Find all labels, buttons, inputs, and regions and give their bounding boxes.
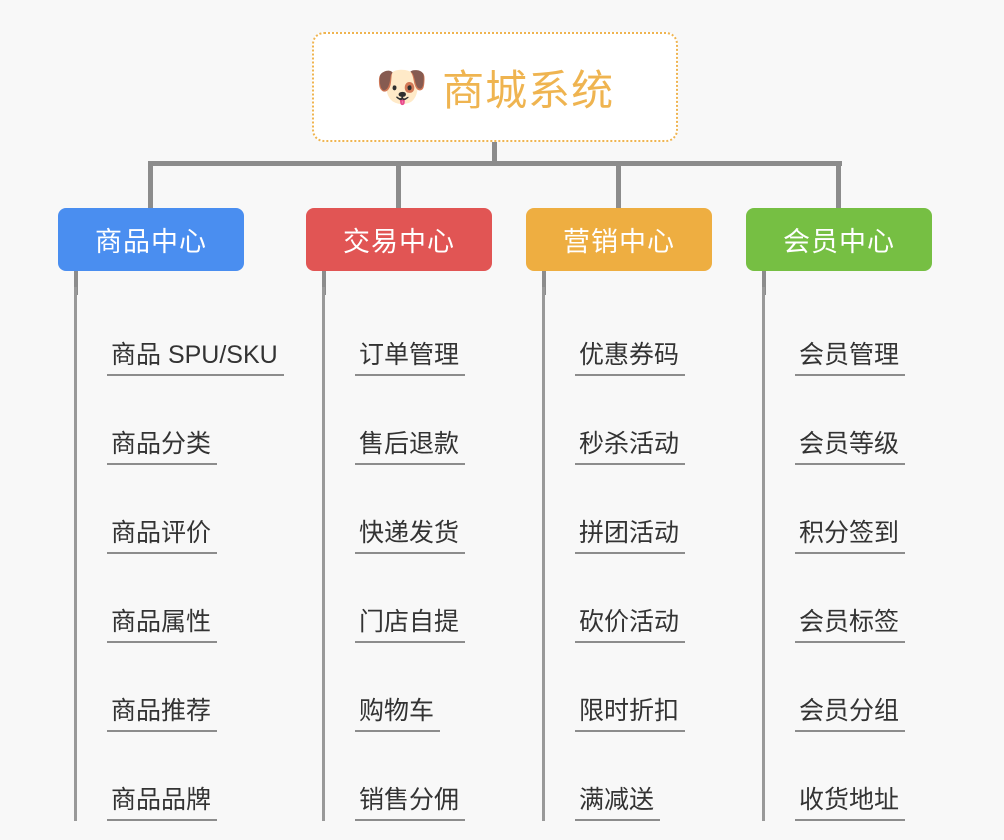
column-3: 营销中心优惠券码秒杀活动拼团活动砍价活动限时折扣满减送 <box>526 208 712 821</box>
connector-root-stem <box>492 142 497 166</box>
list-item[interactable]: 售后退款 <box>325 376 492 465</box>
list-item-label: 会员分组 <box>795 697 906 732</box>
column-list-4: 会员管理会员等级积分签到会员标签会员分组收货地址 <box>762 287 932 821</box>
list-item[interactable]: 限时折扣 <box>545 643 712 732</box>
connector-column-stem-1 <box>74 271 78 295</box>
list-item[interactable]: 商品推荐 <box>77 643 244 732</box>
list-item-label: 会员等级 <box>795 430 906 465</box>
list-item[interactable]: 拼团活动 <box>545 465 712 554</box>
list-item[interactable]: 会员标签 <box>765 554 932 643</box>
list-item-label: 订单管理 <box>355 341 466 376</box>
column-2: 交易中心订单管理售后退款快递发货门店自提购物车销售分佣 <box>306 208 492 821</box>
connector-column-stem-3 <box>542 271 546 295</box>
list-item[interactable]: 满减送 <box>545 732 712 821</box>
list-item-label: 购物车 <box>355 697 441 732</box>
list-item[interactable]: 会员等级 <box>765 376 932 465</box>
column-4: 会员中心会员管理会员等级积分签到会员标签会员分组收货地址 <box>746 208 932 821</box>
list-item-label: 积分签到 <box>795 519 906 554</box>
list-item-label: 会员标签 <box>795 608 906 643</box>
root-node[interactable]: 🐶 商城系统 <box>312 32 678 142</box>
list-item[interactable]: 购物车 <box>325 643 492 732</box>
list-item[interactable]: 商品分类 <box>77 376 244 465</box>
list-item-label: 秒杀活动 <box>575 430 686 465</box>
connector-drop-1 <box>148 161 153 208</box>
list-item[interactable]: 商品评价 <box>77 465 244 554</box>
list-item-label: 商品评价 <box>107 519 218 554</box>
list-item-label: 商品分类 <box>107 430 218 465</box>
list-item[interactable]: 积分签到 <box>765 465 932 554</box>
list-item-label: 会员管理 <box>795 341 906 376</box>
list-item-label: 限时折扣 <box>575 697 686 732</box>
connector-column-stem-2 <box>322 271 326 295</box>
root-title: 商城系统 <box>442 66 615 114</box>
list-item-label: 商品 SPU/SKU <box>107 341 284 376</box>
column-header-3[interactable]: 营销中心 <box>526 208 712 271</box>
list-item[interactable]: 会员管理 <box>765 287 932 376</box>
column-header-label: 交易中心 <box>343 227 455 257</box>
list-item[interactable]: 订单管理 <box>325 287 492 376</box>
list-item[interactable]: 门店自提 <box>325 554 492 643</box>
connector-drop-4 <box>836 161 841 208</box>
list-item[interactable]: 商品品牌 <box>77 732 244 821</box>
list-item-label: 商品属性 <box>107 608 218 643</box>
column-header-label: 会员中心 <box>783 227 895 257</box>
column-header-2[interactable]: 交易中心 <box>306 208 492 271</box>
list-item-label: 门店自提 <box>355 608 466 643</box>
column-header-label: 商品中心 <box>95 227 207 257</box>
dog-face-icon: 🐶 <box>375 63 429 110</box>
column-1: 商品中心商品 SPU/SKU 商品分类商品评价商品属性商品推荐商品品牌 <box>58 208 284 821</box>
list-item-label: 快递发货 <box>355 519 466 554</box>
list-item[interactable]: 快递发货 <box>325 465 492 554</box>
list-item-label: 商品推荐 <box>107 697 218 732</box>
list-item[interactable]: 优惠券码 <box>545 287 712 376</box>
list-item[interactable]: 商品 SPU/SKU <box>77 287 284 376</box>
list-item-label: 商品品牌 <box>107 786 218 821</box>
column-list-2: 订单管理售后退款快递发货门店自提购物车销售分佣 <box>322 287 492 821</box>
column-list-3: 优惠券码秒杀活动拼团活动砍价活动限时折扣满减送 <box>542 287 712 821</box>
column-list-1: 商品 SPU/SKU 商品分类商品评价商品属性商品推荐商品品牌 <box>74 287 284 821</box>
list-item[interactable]: 会员分组 <box>765 643 932 732</box>
column-header-label: 营销中心 <box>563 227 675 257</box>
connector-drop-2 <box>396 161 401 208</box>
list-item-label: 销售分佣 <box>355 786 466 821</box>
column-header-4[interactable]: 会员中心 <box>746 208 932 271</box>
connector-drop-3 <box>616 161 621 208</box>
list-item[interactable]: 收货地址 <box>765 732 932 821</box>
list-item-label: 满减送 <box>575 786 661 821</box>
list-item-label: 拼团活动 <box>575 519 686 554</box>
list-item-label: 收货地址 <box>795 786 906 821</box>
list-item[interactable]: 商品属性 <box>77 554 244 643</box>
list-item[interactable]: 砍价活动 <box>545 554 712 643</box>
connector-horizontal-bus <box>150 161 842 166</box>
list-item[interactable]: 秒杀活动 <box>545 376 712 465</box>
connector-column-stem-4 <box>762 271 766 295</box>
list-item[interactable]: 销售分佣 <box>325 732 492 821</box>
list-item-label: 优惠券码 <box>575 341 686 376</box>
column-header-1[interactable]: 商品中心 <box>58 208 244 271</box>
list-item-label: 售后退款 <box>355 430 466 465</box>
list-item-label: 砍价活动 <box>575 608 686 643</box>
